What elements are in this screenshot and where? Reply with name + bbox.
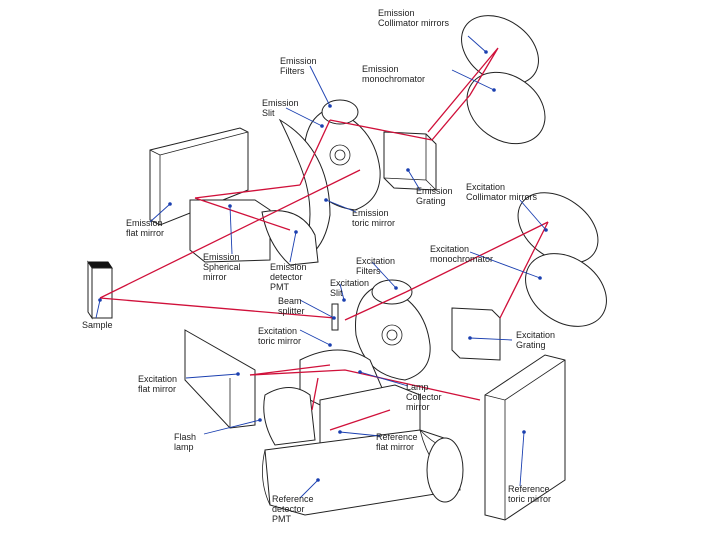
leader-dot <box>236 372 240 376</box>
leader-line <box>467 35 487 53</box>
reference-detector-pmt <box>262 429 464 516</box>
leader-dot <box>324 198 328 202</box>
leader-dot <box>168 202 172 206</box>
emission-detector-pmt <box>261 210 319 266</box>
leader-line <box>359 371 409 387</box>
emission-spherical-mirror <box>189 199 271 263</box>
leader-line <box>339 283 345 301</box>
leader-dot <box>544 228 548 232</box>
leader-dot <box>394 286 398 290</box>
leader-line <box>285 107 323 127</box>
leader-dot <box>320 124 324 128</box>
leader-dot <box>316 478 320 482</box>
label-flash-lamp: Flash lamp <box>174 432 197 452</box>
leader-dot <box>406 168 410 172</box>
beam-segment <box>499 221 549 319</box>
leader-dot <box>258 418 262 422</box>
label-emission-grating: Emission Grating <box>416 186 453 206</box>
leader-line <box>519 199 547 231</box>
leader-dot <box>522 430 526 434</box>
label-emission-toric-mirror: Emission toric mirror <box>352 208 395 228</box>
label-leaders <box>95 35 548 499</box>
leader-line <box>299 479 319 499</box>
leader-dot <box>294 230 298 234</box>
leader-dot <box>328 343 332 347</box>
beam-segment <box>194 184 301 199</box>
label-reference-toric-mirror: Reference toric mirror <box>508 484 551 504</box>
sample-cuvette <box>87 260 113 320</box>
emission-grating <box>383 131 437 191</box>
label-excitation-flat-mirror: Excitation flat mirror <box>138 374 178 394</box>
label-emission-collimator-mirrors: Emission Collimator mirrors <box>378 8 450 28</box>
leader-line <box>407 169 421 191</box>
leader-line <box>371 261 397 289</box>
beam-segment <box>299 119 331 186</box>
leader-dot <box>538 276 542 280</box>
beam-segment <box>311 377 319 411</box>
leader-dot <box>98 298 102 302</box>
label-excitation-toric-mirror: Excitation toric mirror <box>258 326 301 346</box>
leader-dot <box>342 298 346 302</box>
leader-dot <box>328 104 332 108</box>
leader-line <box>469 251 541 279</box>
leader-dot <box>492 88 496 92</box>
leader-line <box>203 419 261 435</box>
label-emission-slit: Emission Slit <box>262 98 299 118</box>
leader-line <box>469 337 513 341</box>
leader-line <box>229 205 233 255</box>
emission-flat-mirror <box>149 127 249 226</box>
label-emission-filters: Emission Filters <box>280 56 317 76</box>
leader-dot <box>484 50 488 54</box>
beam-segment <box>405 221 549 293</box>
label-excitation-grating: Excitation Grating <box>516 330 556 350</box>
label-sample: Sample <box>82 320 113 330</box>
leader-line <box>299 299 335 319</box>
beam-paths <box>99 47 549 431</box>
leader-dot <box>468 336 472 340</box>
label-emission-spherical-mirror: Emission Spherical mirror <box>203 252 241 282</box>
beam-segment <box>329 409 391 431</box>
leader-dot <box>228 204 232 208</box>
beam-segment <box>344 291 407 321</box>
label-excitation-slit: Excitation Slit <box>330 278 370 298</box>
emission-collimator-mirrors <box>461 15 546 145</box>
label-beam-splitter: Beam splitter <box>278 296 305 316</box>
leader-line <box>451 69 495 91</box>
leader-line <box>325 199 357 213</box>
label-emission-monochromator: Emission monochromator <box>362 64 426 84</box>
beam-segment <box>99 297 336 319</box>
label-emission-detector-pmt: Emission detector PMT <box>270 262 307 292</box>
excitation-collimator-mirrors <box>517 192 607 327</box>
beam-segment <box>249 364 331 376</box>
label-lamp-collector-mirror: Lamp Collector mirror <box>406 382 442 412</box>
leader-dot <box>332 316 336 320</box>
excitation-flat-mirror <box>184 329 256 429</box>
leader-line <box>309 65 331 107</box>
leader-line <box>299 329 331 346</box>
leader-line <box>519 431 525 487</box>
label-excitation-monochromator: Excitation monochromator <box>430 244 494 264</box>
leader-line <box>339 431 381 437</box>
beam-segment <box>249 369 481 401</box>
label-excitation-collimator-mirrors: Excitation Collimator mirrors <box>466 182 538 202</box>
beam-segment <box>99 169 361 299</box>
excitation-grating <box>451 307 501 361</box>
label-emission-flat-mirror: Emission flat mirror <box>126 218 164 238</box>
leader-line <box>185 373 239 379</box>
beam-segment <box>329 119 433 141</box>
label-reference-detector-pmt: Reference detector PMT <box>272 494 314 524</box>
leader-dot <box>358 370 362 374</box>
beam-segment <box>427 47 499 141</box>
label-excitation-filters: Excitation Filters <box>356 256 396 276</box>
beam-segment <box>194 197 291 231</box>
leader-line <box>289 231 297 263</box>
leader-line <box>149 203 171 223</box>
leader-dot <box>338 430 342 434</box>
leader-line <box>95 299 101 319</box>
label-reference-flat-mirror: Reference flat mirror <box>376 432 418 452</box>
